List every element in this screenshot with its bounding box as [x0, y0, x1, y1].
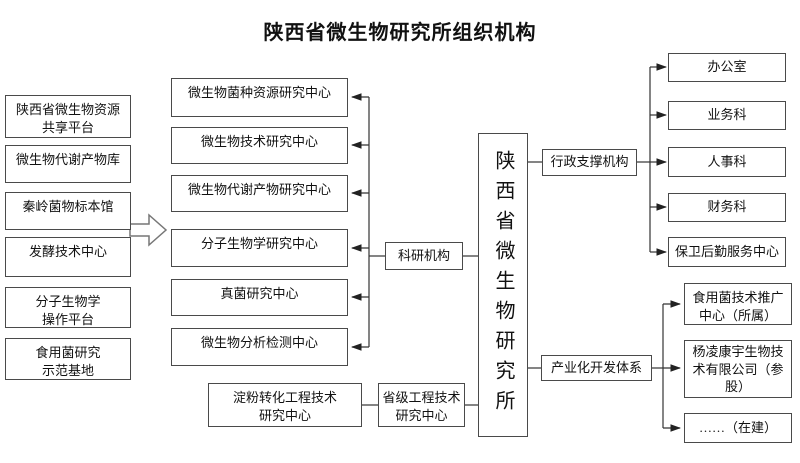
box-qinling-herbarium: 秦岭菌物标本馆 [5, 192, 131, 230]
box-molecular-biology-center: 分子生物学研究中心 [171, 229, 348, 267]
box-office: 办公室 [668, 53, 786, 82]
box-admin-support: 行政支撑机构 [542, 149, 637, 176]
box-business-section: 业务科 [668, 101, 786, 130]
box-fungi-research-center: 真菌研究中心 [171, 279, 348, 316]
box-edible-fungi-base: 食用菌研究 示范基地 [5, 338, 131, 380]
box-strain-resource-center: 微生物菌种资源研究中心 [171, 78, 348, 117]
box-security-logistics-center: 保卫后勤服务中心 [668, 237, 786, 267]
block-arrow-icon [129, 213, 168, 247]
box-fermentation-center: 发酵技术中心 [5, 237, 131, 277]
box-under-construction: ……（在建） [684, 413, 792, 443]
box-microbial-tech-center: 微生物技术研究中心 [171, 127, 348, 164]
box-metabolite-library: 微生物代谢产物库 [5, 145, 131, 183]
box-finance-section: 财务科 [668, 193, 786, 222]
box-institute-root: 陕西省微生物研究所 [478, 133, 528, 437]
box-metabolite-research-center: 微生物代谢产物研究中心 [171, 175, 348, 212]
diagram-title: 陕西省微生物研究所组织机构 [263, 22, 537, 44]
box-starch-engineering-center: 淀粉转化工程技术 研究中心 [208, 383, 362, 427]
box-research-orgs: 科研机构 [385, 242, 463, 270]
box-hr-section: 人事科 [668, 147, 786, 177]
box-molecular-platform: 分子生物学 操作平台 [5, 287, 131, 328]
box-analysis-testing-center: 微生物分析检测中心 [171, 328, 348, 366]
box-industrialization: 产业化开发体系 [541, 355, 652, 381]
institute-root-label: 陕西省微生物研究所 [492, 150, 514, 420]
box-resource-sharing-platform: 陕西省微生物资源 共享平台 [5, 95, 131, 138]
box-kangyu-biotech-company: 杨凌康宇生物技 术有限公司（参 股） [684, 340, 792, 398]
box-provincial-engineering-center: 省级工程技术 研究中心 [378, 383, 465, 427]
box-fungi-promotion-center: 食用菌技术推广 中心（所属） [684, 283, 792, 325]
